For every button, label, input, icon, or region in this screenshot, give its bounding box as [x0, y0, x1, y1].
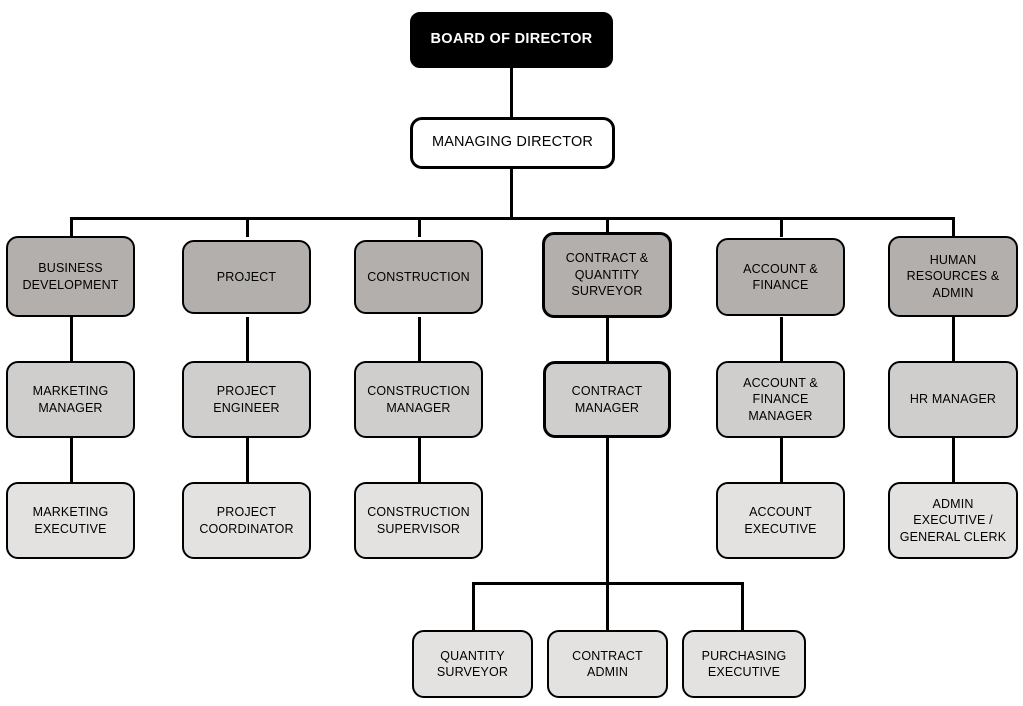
node-label: CONTRACT & QUANTITY SURVEYOR: [565, 251, 649, 299]
node-label: CONTRACT MANAGER: [571, 384, 643, 415]
node-business-development[interactable]: BUSINESS DEVELOPMENT: [6, 236, 135, 317]
node-managing-director[interactable]: MANAGING DIRECTOR: [410, 117, 615, 169]
node-label: MANAGING DIRECTOR: [432, 134, 593, 151]
connector-bus-to-account-finance: [780, 217, 783, 237]
connector-business-development-to-marketing-manager: [70, 317, 73, 361]
node-account-and-finance[interactable]: ACCOUNT & FINANCE: [716, 238, 845, 316]
node-label: PROJECT ENGINEER: [213, 384, 280, 415]
connector-project-engineer-to-coordinator: [246, 438, 249, 482]
connector-construction-manager-to-supervisor: [418, 438, 421, 482]
node-hr-manager[interactable]: HR MANAGER: [888, 361, 1018, 438]
connector-construction-to-construction-manager: [418, 317, 421, 361]
node-label: PROJECT: [216, 269, 277, 284]
connector-contract-bottom-bus: [472, 582, 744, 585]
connector-bus-to-business-development: [70, 217, 73, 237]
connector-marketing-manager-to-executive: [70, 438, 73, 482]
node-label: PROJECT COORDINATOR: [199, 505, 294, 536]
connector-bus-to-construction: [418, 217, 421, 237]
node-quantity-surveyor[interactable]: QUANTITY SURVEYOR: [412, 630, 533, 698]
node-contract-admin[interactable]: CONTRACT ADMIN: [547, 630, 668, 698]
node-board-of-director[interactable]: BOARD OF DIRECTOR: [410, 12, 613, 68]
connector-bus-to-project: [246, 217, 249, 237]
node-project-engineer[interactable]: PROJECT ENGINEER: [182, 361, 311, 438]
connector-hr-admin-to-hr-manager: [952, 317, 955, 361]
node-label: ACCOUNT & FINANCE: [743, 261, 818, 293]
node-construction[interactable]: CONSTRUCTION: [354, 240, 483, 314]
connector-project-to-project-engineer: [246, 317, 249, 361]
node-label: PURCHASING EXECUTIVE: [701, 648, 787, 680]
node-label: ADMIN EXECUTIVE / GENERAL CLERK: [899, 496, 1007, 544]
connector-contract-manager-down: [606, 438, 609, 630]
connector-account-finance-to-manager: [780, 317, 783, 361]
node-label: CONTRACT ADMIN: [572, 648, 643, 680]
node-purchasing-executive[interactable]: PURCHASING EXECUTIVE: [682, 630, 806, 698]
node-label: CONSTRUCTION MANAGER: [367, 384, 470, 415]
connector-bus-to-quantity-surveyor: [472, 582, 475, 630]
connector-bus-to-hr-admin: [952, 217, 955, 237]
node-human-resources-and-admin[interactable]: HUMAN RESOURCES & ADMIN: [888, 236, 1018, 317]
node-account-and-finance-manager[interactable]: ACCOUNT & FINANCE MANAGER: [716, 361, 845, 438]
connector-department-bus: [70, 217, 955, 220]
node-contract-and-quantity-surveyor[interactable]: CONTRACT & QUANTITY SURVEYOR: [542, 232, 672, 318]
node-label: CONSTRUCTION: [367, 269, 470, 284]
node-marketing-executive[interactable]: MARKETING EXECUTIVE: [6, 482, 135, 559]
node-label: ACCOUNT EXECUTIVE: [744, 505, 817, 536]
connector-account-manager-to-executive: [780, 438, 783, 482]
node-label: MARKETING MANAGER: [32, 384, 109, 415]
node-construction-supervisor[interactable]: CONSTRUCTION SUPERVISOR: [354, 482, 483, 559]
connector-board-to-md: [510, 68, 513, 117]
node-label: HUMAN RESOURCES & ADMIN: [906, 252, 1000, 300]
connector-bus-to-purchasing-executive: [741, 582, 744, 630]
connector-contract-qs-to-contract-manager: [606, 317, 609, 361]
connector-md-down: [510, 168, 513, 219]
node-label: BOARD OF DIRECTOR: [430, 31, 593, 48]
node-label: ACCOUNT & FINANCE MANAGER: [743, 375, 818, 423]
connector-hr-manager-to-admin-executive: [952, 438, 955, 482]
node-marketing-manager[interactable]: MARKETING MANAGER: [6, 361, 135, 438]
node-label: MARKETING EXECUTIVE: [32, 505, 109, 536]
node-label: HR MANAGER: [909, 392, 997, 407]
node-admin-executive-general-clerk[interactable]: ADMIN EXECUTIVE / GENERAL CLERK: [888, 482, 1018, 559]
node-project[interactable]: PROJECT: [182, 240, 311, 314]
node-label: BUSINESS DEVELOPMENT: [22, 261, 119, 292]
connector-bus-to-contract-qs: [606, 217, 609, 237]
node-label: CONSTRUCTION SUPERVISOR: [367, 505, 470, 536]
node-construction-manager[interactable]: CONSTRUCTION MANAGER: [354, 361, 483, 438]
node-project-coordinator[interactable]: PROJECT COORDINATOR: [182, 482, 311, 559]
node-contract-manager[interactable]: CONTRACT MANAGER: [543, 361, 671, 438]
node-label: QUANTITY SURVEYOR: [436, 648, 509, 680]
node-account-executive[interactable]: ACCOUNT EXECUTIVE: [716, 482, 845, 559]
